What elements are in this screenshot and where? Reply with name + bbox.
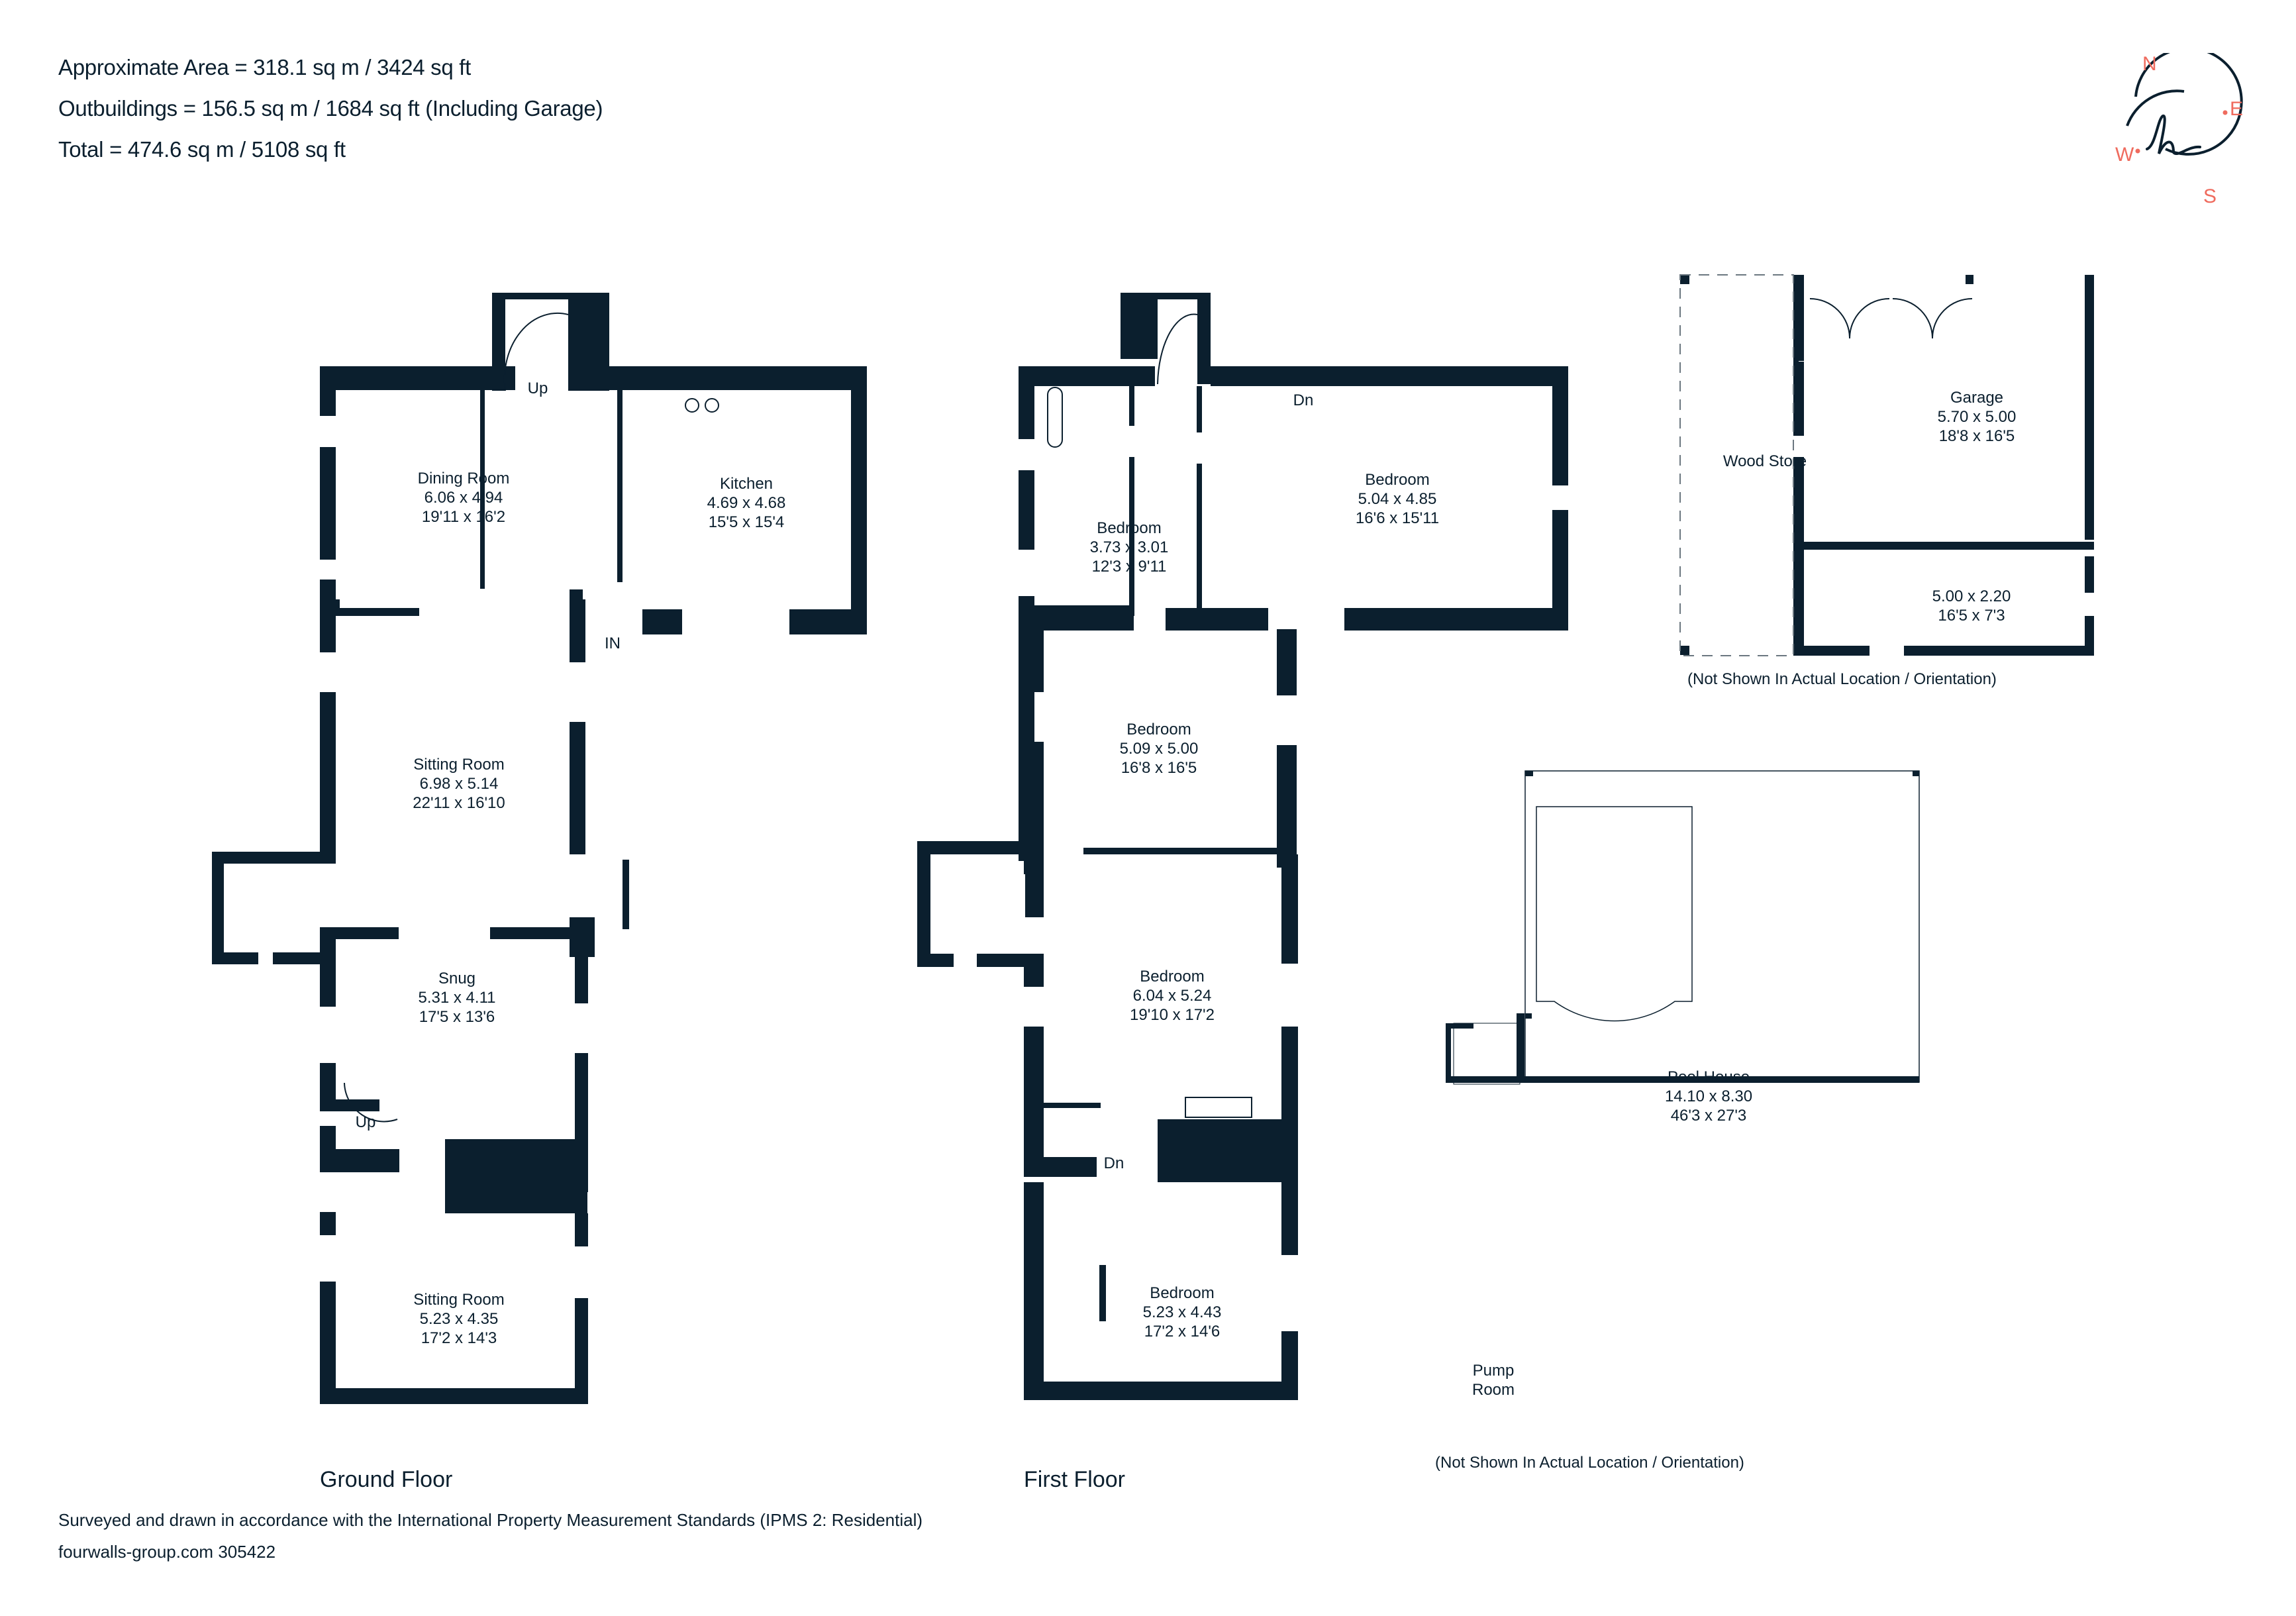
stairs-down-label: Dn [1103,1154,1124,1172]
compass-ring-icon [2126,46,2243,156]
entrance-label: IN [605,634,621,652]
room-store: 5.00 x 2.20 16'5 x 7'3 [1932,587,2011,625]
compass-west: W [2115,144,2134,166]
pool-orientation-note: (Not Shown In Actual Location / Orientat… [1435,1454,1744,1472]
room-metric: 5.09 x 5.00 [1119,740,1199,758]
room-name: Sitting Room [413,756,505,774]
room-name: Garage [1950,389,2004,407]
room-name: Snug [438,970,476,987]
room-sitting-room-1: Sitting Room 6.98 x 5.14 22'11 x 16'10 [413,755,505,813]
room-name: Bedroom [1150,1284,1215,1302]
room-name: Kitchen [719,475,774,493]
room-imperial: 16'6 x 15'11 [1355,509,1440,527]
stairs-up-label: Up [355,1113,376,1131]
ground-floor-walls [212,293,867,1404]
ground-floor-label: Ground Floor [320,1467,453,1492]
room-snug: Snug 5.31 x 4.11 17'5 x 13'6 [419,969,496,1027]
room-garage: Garage 5.70 x 5.00 18'8 x 16'5 [1938,388,2017,446]
room-name: Pump [1472,1362,1515,1380]
room-metric: 14.10 x 8.30 [1664,1087,1753,1105]
room-pool-house: Pool House 14.10 x 8.30 46'3 x 27'3 [1665,1068,1752,1125]
room-imperial: 16'5 x 7'3 [1938,607,2005,625]
room-kitchen: Kitchen 4.69 x 4.68 15'5 x 15'4 [707,474,786,532]
room-name: Bedroom [1140,968,1205,985]
room-bedroom-5: Bedroom 5.23 x 4.43 17'2 x 14'6 [1143,1284,1222,1341]
stairs-down-label: Dn [1293,391,1314,409]
garage-orientation-note: (Not Shown In Actual Location / Orientat… [1687,670,1997,688]
room-dining-room: Dining Room 6.06 x 4.94 19'11 x 16'2 [418,469,510,527]
compass-logo: N E W S [2099,46,2245,212]
room-pump-room: Pump Room [1472,1361,1515,1399]
standards-note: Surveyed and drawn in accordance with th… [58,1510,923,1530]
room-bedroom-1: Bedroom 3.73 x 3.01 12'3 x 9'11 [1090,519,1169,576]
reference-note: fourwalls-group.com 305422 [58,1542,276,1562]
room-imperial: 17'2 x 14'6 [1144,1323,1221,1340]
room-imperial: 19'10 x 17'2 [1130,1006,1215,1024]
room-imperial: 12'3 x 9'11 [1091,558,1167,576]
total-area: Total = 474.6 sq m / 5108 sq ft [58,137,346,162]
compass-south: S [2203,185,2217,207]
room-imperial: 19'11 x 16'2 [421,508,506,526]
room-imperial: 17'2 x 14'3 [421,1329,497,1347]
first-floor-walls [917,293,1568,1400]
room-imperial: 22'11 x 16'10 [413,794,505,812]
room-metric: 6.06 x 4.94 [424,489,503,507]
room-name: Bedroom [1097,519,1162,537]
room-metric: 5.23 x 4.43 [1142,1303,1222,1321]
room-imperial: 15'5 x 15'4 [708,513,785,531]
first-floor-label: First Floor [1024,1467,1125,1492]
room-metric: 5.00 x 2.20 [1932,587,2011,605]
room-metric: 5.23 x 4.35 [419,1310,499,1328]
room-metric: 3.73 x 3.01 [1089,538,1169,556]
room-name: Sitting Room [413,1291,505,1309]
room-metric: 6.98 x 5.14 [419,775,499,793]
room-wood-store: Wood Store [1722,452,1807,470]
room-metric: 5.70 x 5.00 [1937,408,2017,426]
room-metric: 4.69 x 4.68 [707,494,786,512]
room-name: Room [1472,1381,1515,1399]
garage-walls [1680,275,2094,656]
room-imperial: 17'5 x 13'6 [419,1008,495,1026]
stairs-up-label: Up [527,379,548,397]
outbuildings-area: Outbuildings = 156.5 sq m / 1684 sq ft (… [58,96,603,121]
room-metric: 5.04 x 4.85 [1358,490,1437,508]
room-name: Bedroom [1126,721,1191,738]
room-bedroom-2: Bedroom 5.04 x 4.85 16'6 x 15'11 [1356,470,1439,528]
room-bedroom-4: Bedroom 6.04 x 5.24 19'10 x 17'2 [1130,967,1215,1025]
room-sitting-room-2: Sitting Room 5.23 x 4.35 17'2 x 14'3 [413,1290,504,1348]
room-metric: 6.04 x 5.24 [1132,987,1212,1005]
room-imperial: 46'3 x 27'3 [1670,1107,1747,1125]
pool-house-walls [1446,771,1919,1083]
room-metric: 5.31 x 4.11 [418,989,496,1007]
compass-east: E [2230,98,2244,120]
room-bedroom-3: Bedroom 5.09 x 5.00 16'8 x 16'5 [1120,720,1199,778]
approximate-area: Approximate Area = 318.1 sq m / 3424 sq … [58,55,472,79]
room-name: Dining Room [417,470,510,487]
compass-north: N [2142,53,2157,75]
room-name: Bedroom [1365,471,1430,489]
room-name: Pool House [1667,1068,1750,1086]
room-imperial: 16'8 x 16'5 [1121,759,1197,777]
room-imperial: 18'8 x 16'5 [1938,427,2015,445]
